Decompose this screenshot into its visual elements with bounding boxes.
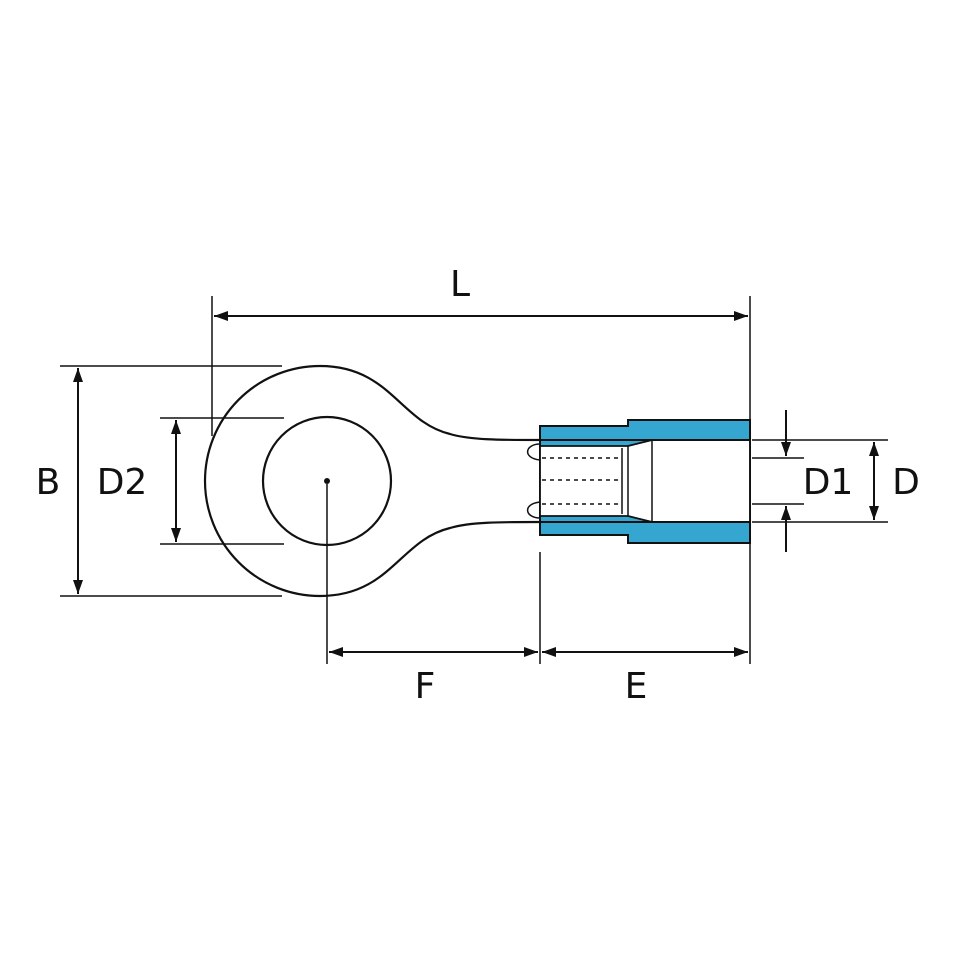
dimension-label-D2: D2 xyxy=(97,462,148,503)
dimension-label-B: B xyxy=(36,462,61,503)
funnel-top-line xyxy=(627,439,653,447)
neck-crimp-top xyxy=(526,443,541,461)
dimension-label-L: L xyxy=(450,264,470,305)
dimension-label-D1: D1 xyxy=(803,462,854,503)
dimension-label-F: F xyxy=(415,666,436,707)
dimension-label-E: E xyxy=(625,666,648,707)
ring-center-point xyxy=(324,478,330,484)
dimension-label-D: D xyxy=(892,462,920,503)
neck-crimp-bottom xyxy=(526,501,541,519)
funnel-bottom-line xyxy=(627,515,653,523)
sleeve-inner-bore xyxy=(539,439,751,523)
